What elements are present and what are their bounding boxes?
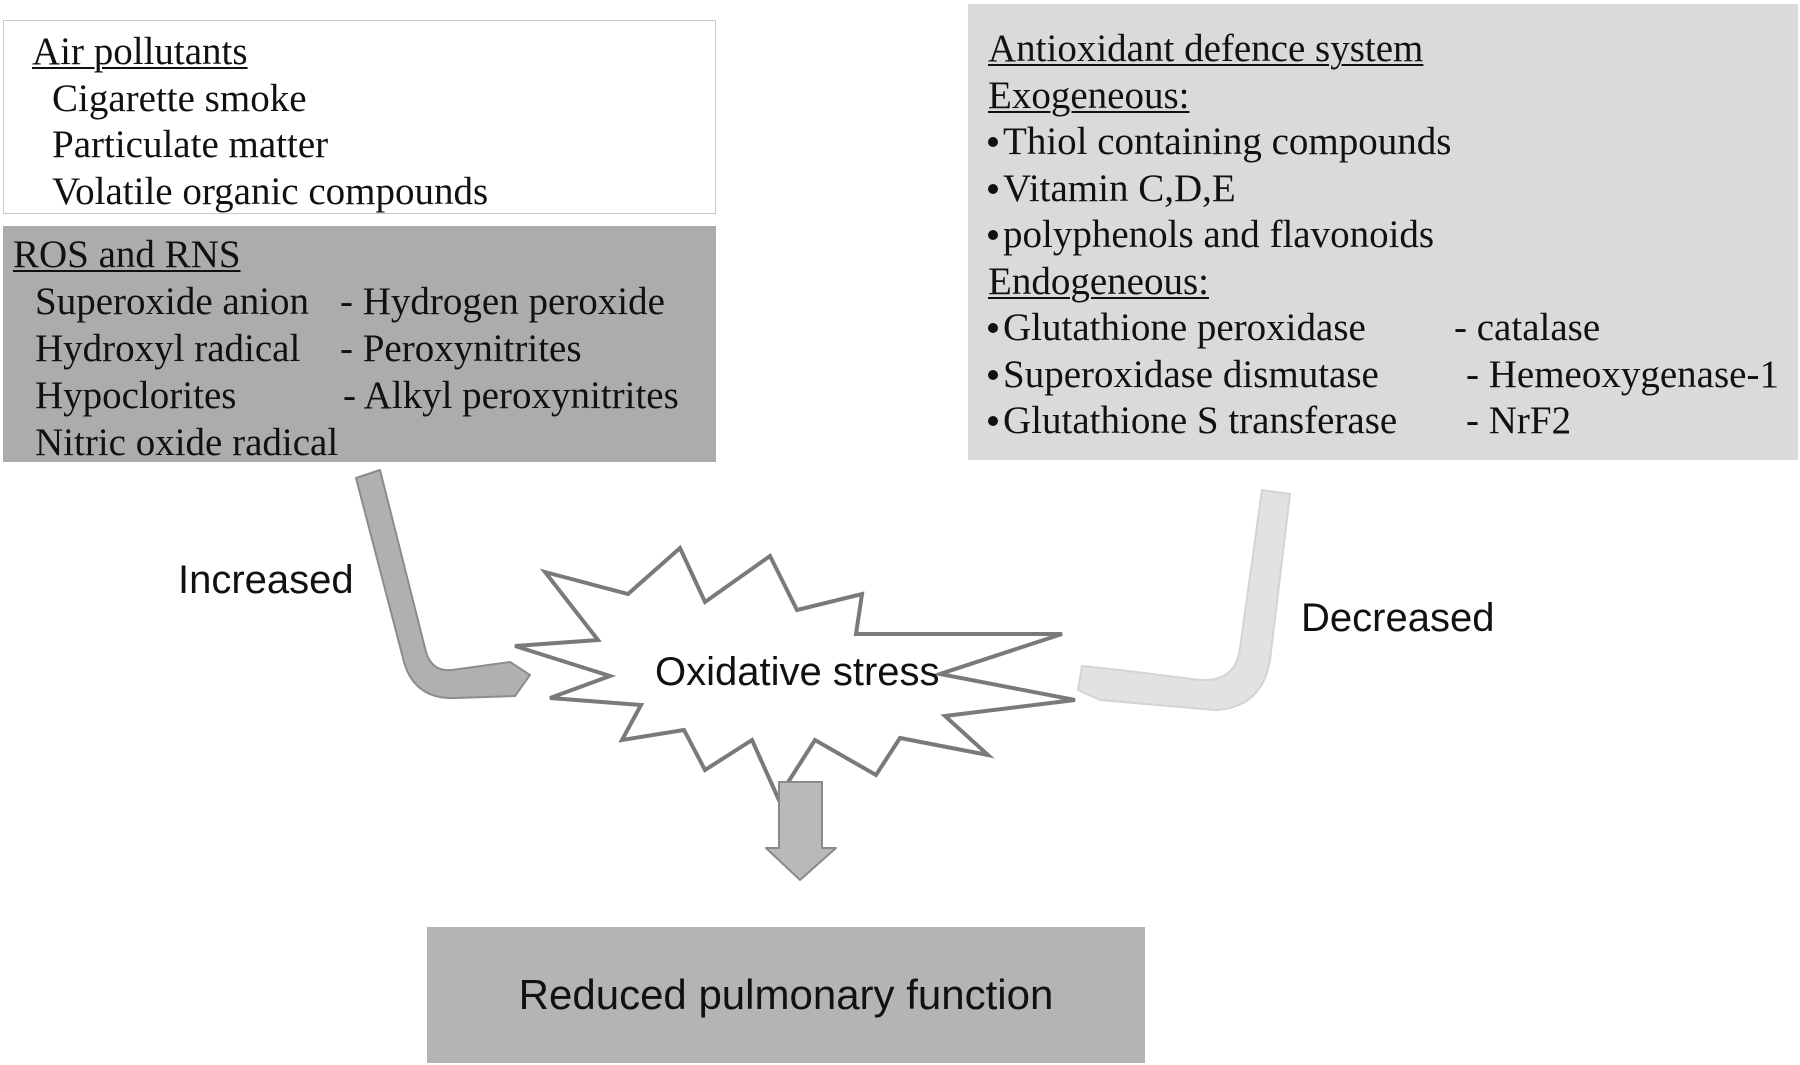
bullet-icon (988, 416, 998, 427)
air-pollutants-box: Air pollutants Cigarette smoke Particula… (3, 20, 716, 214)
ros-item: - Alkyl peroxynitrites (343, 374, 679, 417)
bullet-icon (988, 137, 998, 148)
bullet-icon (988, 183, 998, 194)
endogeneous-item: Superoxidase dismutase (1003, 352, 1379, 396)
exogeneous-item-label: Thiol containing compounds (1003, 120, 1452, 163)
endogeneous-item: - Hemeoxygenase-1 (1466, 352, 1779, 396)
ros-rns-title: ROS and RNS (13, 233, 241, 276)
pollutant-item: Cigarette smoke (52, 76, 307, 120)
exogeneous-item: Vitamin C,D,E (988, 166, 1798, 213)
ros-item: - Peroxynitrites (340, 327, 582, 370)
bullet-icon (988, 323, 998, 334)
ros-row: Hypoclorites - Alkyl peroxynitrites (13, 372, 716, 419)
exogeneous-item-label: polyphenols and flavonoids (1003, 213, 1435, 256)
pollutant-item: Volatile organic compounds (52, 169, 489, 213)
endogeneous-item: - NrF2 (1466, 399, 1572, 442)
result-label: Reduced pulmonary function (518, 971, 1054, 1018)
endogeneous-row: Glutathione peroxidase - catalase (988, 305, 1798, 352)
ros-item: Hydroxyl radical (35, 327, 301, 370)
down-arrow (765, 781, 837, 881)
exogeneous-item-label: Vitamin C,D,E (1003, 166, 1236, 210)
pollutant-item: Particulate matter (52, 123, 329, 166)
antioxidant-title: Antioxidant defence system (988, 27, 1424, 70)
air-pollutants-title: Air pollutants (32, 30, 248, 73)
decreased-arrow (1077, 489, 1291, 711)
oxidative-stress-label: Oxidative stress (655, 650, 940, 694)
exogeneous-heading: Exogeneous: (988, 73, 1190, 117)
oxidative-stress-star (514, 544, 1076, 803)
ros-item: Nitric oxide radical (35, 421, 339, 464)
bullet-icon (988, 230, 998, 241)
endogeneous-heading: Endogeneous: (988, 259, 1209, 303)
ros-item: Superoxide anion (35, 280, 310, 323)
exogeneous-item: polyphenols and flavonoids (988, 212, 1798, 259)
bullet-icon (988, 369, 998, 380)
ros-rns-box: ROS and RNS Superoxide anion - Hydrogen … (3, 226, 716, 464)
endogeneous-item: Glutathione S transferase (1003, 399, 1398, 442)
reduced-pulmonary-function-box: Reduced pulmonary function (427, 927, 1145, 1063)
endogeneous-row: Glutathione S transferase - NrF2 (988, 398, 1798, 445)
ros-row: Nitric oxide radical (13, 419, 716, 466)
endogeneous-item: - catalase (1454, 306, 1601, 349)
endogeneous-item: Glutathione peroxidase (1003, 306, 1366, 349)
ros-row: Hydroxyl radical - Peroxynitrites (13, 325, 716, 372)
increased-label: Increased (178, 558, 354, 602)
antioxidant-defence-box: Antioxidant defence system Exogeneous: T… (968, 4, 1798, 460)
ros-row: Superoxide anion - Hydrogen peroxide (13, 278, 716, 325)
endogeneous-row: Superoxidase dismutase - Hemeoxygenase-1 (988, 352, 1798, 399)
ros-item: - Hydrogen peroxide (340, 280, 665, 323)
increased-arrow (355, 469, 531, 700)
decreased-label: Decreased (1301, 596, 1495, 640)
exogeneous-item: Thiol containing compounds (988, 119, 1798, 166)
ros-item: Hypoclorites (35, 374, 237, 417)
